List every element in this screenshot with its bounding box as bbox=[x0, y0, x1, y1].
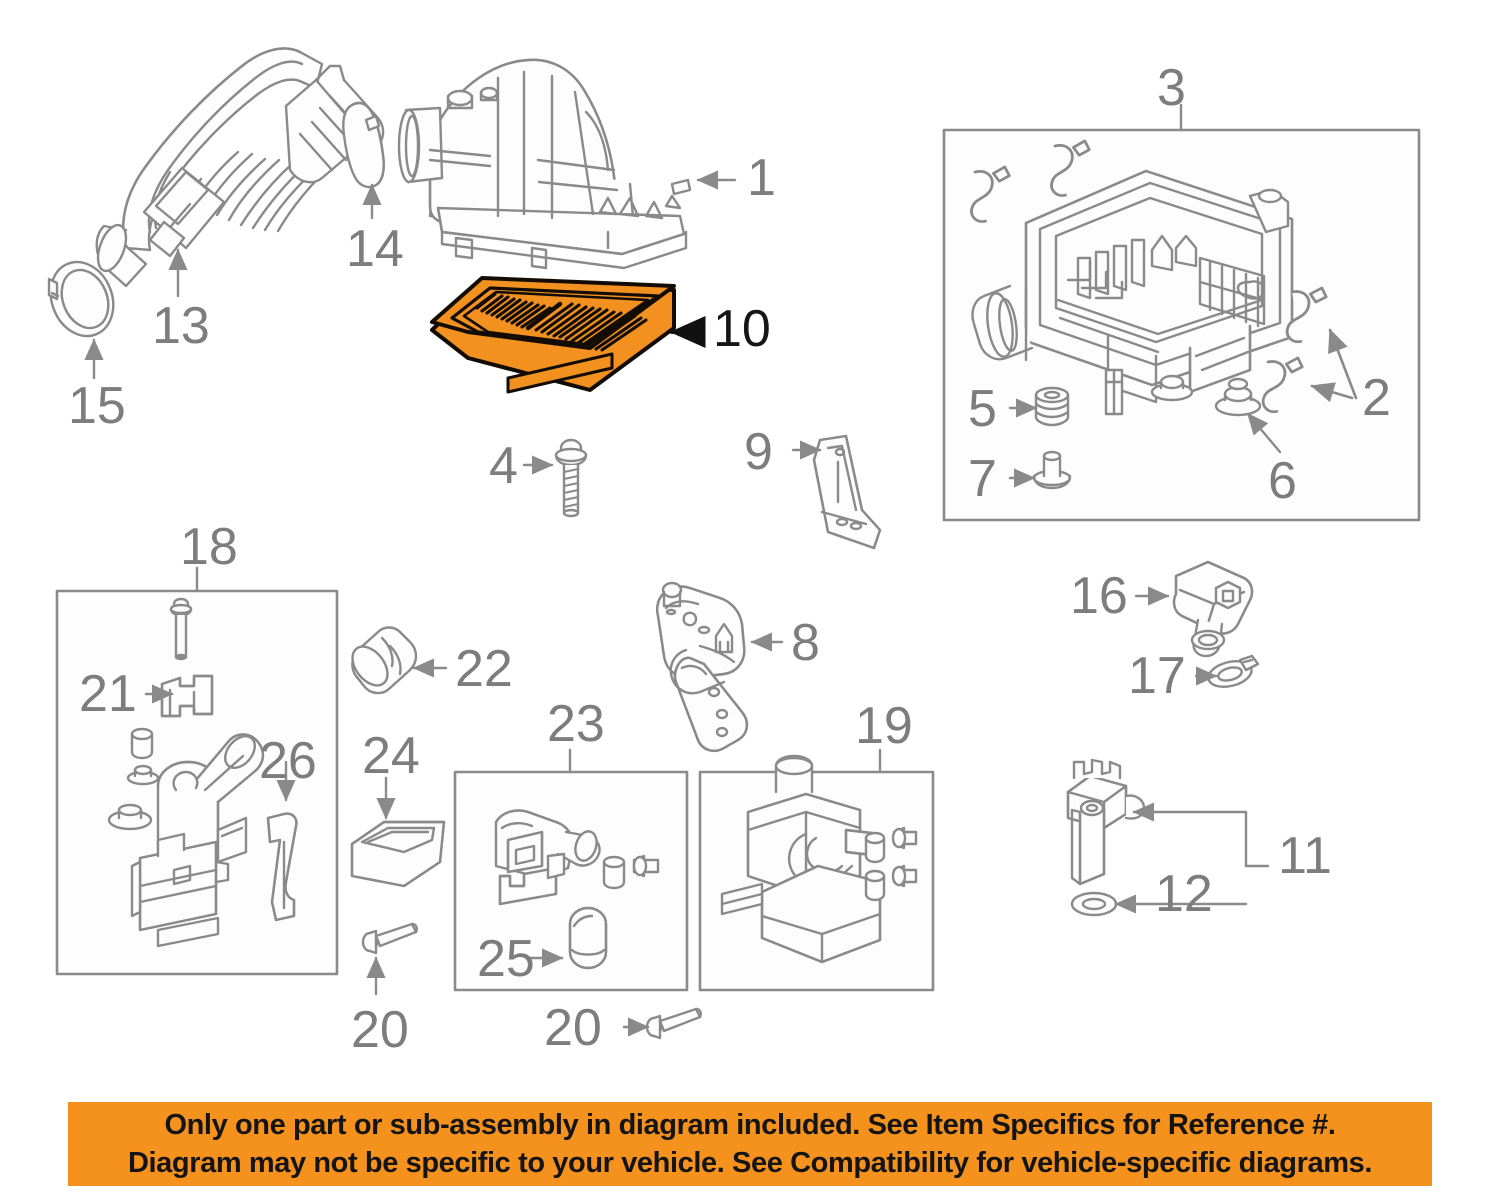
callout-23: 23 bbox=[547, 695, 605, 753]
callout-16: 16 bbox=[1070, 567, 1128, 625]
callout-10: 10 bbox=[713, 300, 771, 358]
callout-14: 14 bbox=[346, 220, 404, 278]
callout-21: 21 bbox=[79, 665, 137, 723]
callout-18: 18 bbox=[180, 518, 238, 576]
callout-15: 15 bbox=[68, 377, 126, 435]
callout-2: 2 bbox=[1362, 369, 1391, 427]
callout-24: 24 bbox=[362, 727, 420, 785]
notice-line-1: Only one part or sub-assembly in diagram… bbox=[164, 1109, 1336, 1141]
callout-13: 13 bbox=[152, 297, 210, 355]
callout-17: 17 bbox=[1128, 647, 1186, 705]
callout-7: 7 bbox=[968, 450, 997, 508]
callout-4: 4 bbox=[489, 437, 518, 495]
callout-20-right: 20 bbox=[544, 999, 602, 1057]
callout-22: 22 bbox=[455, 640, 513, 698]
callout-11: 11 bbox=[1278, 827, 1332, 885]
callout-5: 5 bbox=[968, 380, 997, 438]
callout-1: 1 bbox=[747, 149, 776, 207]
callout-25: 25 bbox=[477, 930, 535, 988]
callout-6: 6 bbox=[1268, 452, 1297, 510]
callout-26: 26 bbox=[259, 732, 317, 790]
callout-9: 9 bbox=[744, 423, 773, 481]
callout-19: 19 bbox=[855, 697, 913, 755]
notice-line-2: Diagram may not be specific to your vehi… bbox=[127, 1147, 1373, 1179]
notice-banner: Only one part or sub-assembly in diagram… bbox=[68, 1102, 1432, 1186]
callout-8: 8 bbox=[791, 614, 820, 672]
callout-20-left: 20 bbox=[351, 1001, 409, 1059]
callout-12: 12 bbox=[1155, 865, 1213, 923]
callout-3: 3 bbox=[1157, 59, 1186, 117]
